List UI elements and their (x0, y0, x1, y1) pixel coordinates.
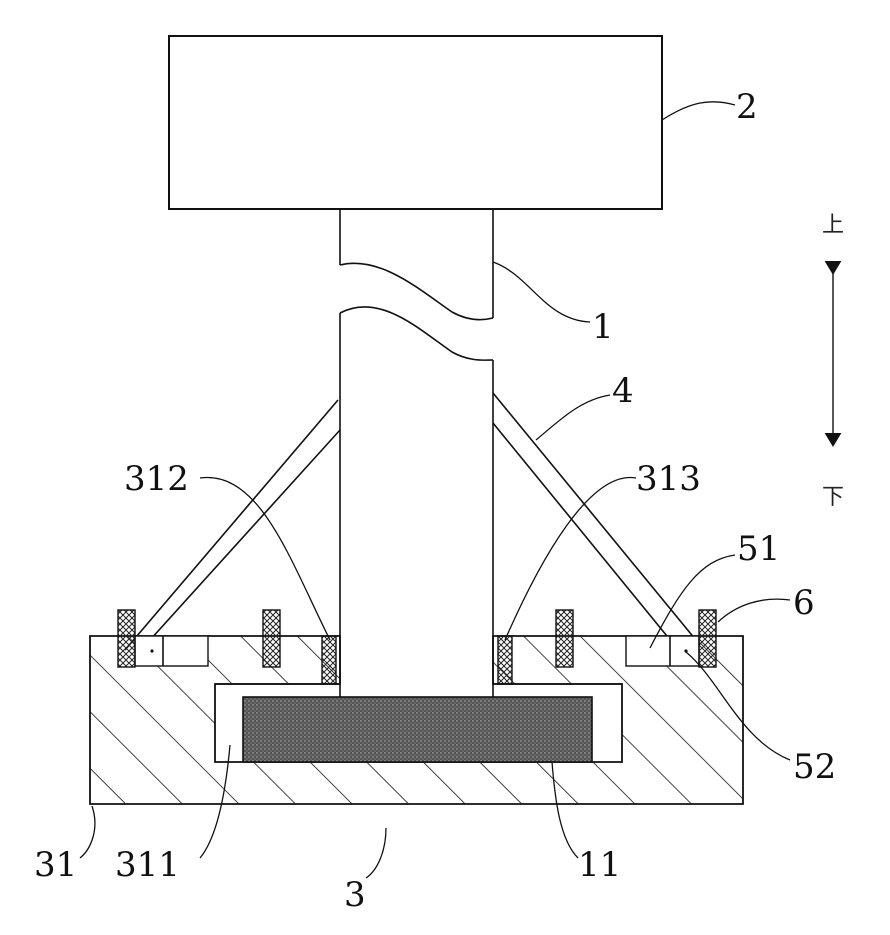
seal-313 (498, 636, 512, 684)
block-6 (699, 610, 716, 667)
block-6-left-inner (263, 610, 280, 667)
slot-51 (626, 636, 699, 666)
direction-up-label: 上 (822, 213, 844, 238)
block-6-right-inner (556, 610, 573, 667)
label-313: 313 (636, 459, 701, 499)
label-1: 1 (592, 307, 614, 347)
shaft-1 (340, 209, 493, 697)
block-11 (243, 697, 592, 762)
leader-3 (366, 828, 386, 878)
label-311: 311 (115, 845, 180, 885)
leader-4 (536, 395, 610, 440)
seal-312 (322, 636, 336, 684)
label-6: 6 (793, 583, 815, 623)
strut-left (125, 400, 340, 650)
label-2: 2 (736, 87, 758, 127)
leader-31 (80, 806, 95, 858)
block-6-left-outer (118, 610, 135, 667)
slot-left (135, 636, 208, 666)
dot-left (150, 649, 153, 652)
label-4: 4 (612, 371, 634, 411)
leader-2 (662, 102, 735, 120)
label-312: 312 (124, 459, 189, 499)
leader-6 (718, 599, 790, 622)
label-3: 3 (344, 875, 366, 915)
label-11: 11 (578, 845, 621, 885)
label-31: 31 (34, 845, 77, 885)
leader-1 (493, 262, 590, 322)
label-52: 52 (793, 747, 836, 787)
direction-down-label: 下 (822, 485, 844, 510)
leader-51 (650, 555, 735, 648)
label-51: 51 (737, 529, 780, 569)
block-2 (169, 36, 662, 209)
